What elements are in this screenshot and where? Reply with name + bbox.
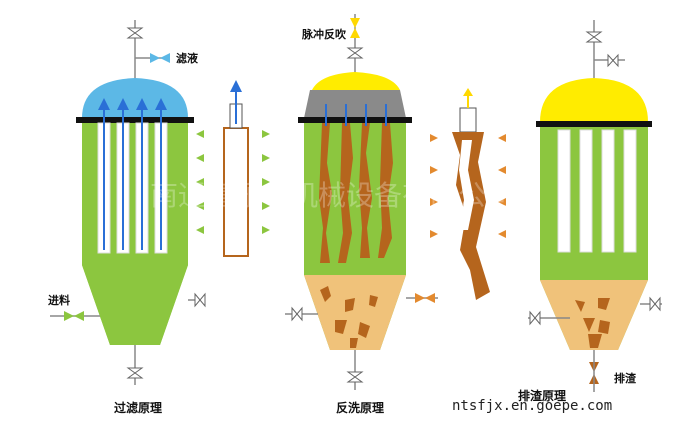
filter-tubes — [97, 98, 168, 254]
cone-tan-discharge — [540, 280, 648, 350]
caption-filtration: 过滤原理 — [114, 400, 162, 415]
vessel-filtration — [50, 20, 206, 385]
label-feed: 进料 — [48, 293, 70, 307]
dome-yellow — [540, 78, 648, 122]
cake-tubes — [319, 123, 393, 348]
caption-discharge: 排渣原理 — [518, 388, 566, 403]
label-filtrate: 滤液 — [176, 51, 199, 65]
pulse-backblow-arrow — [350, 18, 360, 38]
caption-backwash: 反洗原理 — [336, 400, 384, 415]
cake-detail — [452, 132, 490, 300]
vessel-discharge — [528, 20, 662, 392]
filtrate-outlet-arrow — [150, 53, 170, 63]
vessel-backwash — [285, 14, 438, 390]
dome-gray — [304, 90, 406, 118]
dome-blue — [82, 78, 188, 118]
watermark: 南通富乐华机械设备有限公司 — [150, 179, 514, 212]
label-pulse-backblow: 脉冲反吹 — [301, 27, 347, 41]
website-url: ntsfjx.en.goepe.com — [452, 398, 612, 414]
tube-detail-filtration — [196, 80, 270, 257]
empty-tubes — [557, 129, 637, 253]
tube-detail-backwash — [430, 88, 506, 300]
feed-arrow — [64, 311, 84, 321]
label-discharge: 排渣 — [614, 371, 637, 385]
